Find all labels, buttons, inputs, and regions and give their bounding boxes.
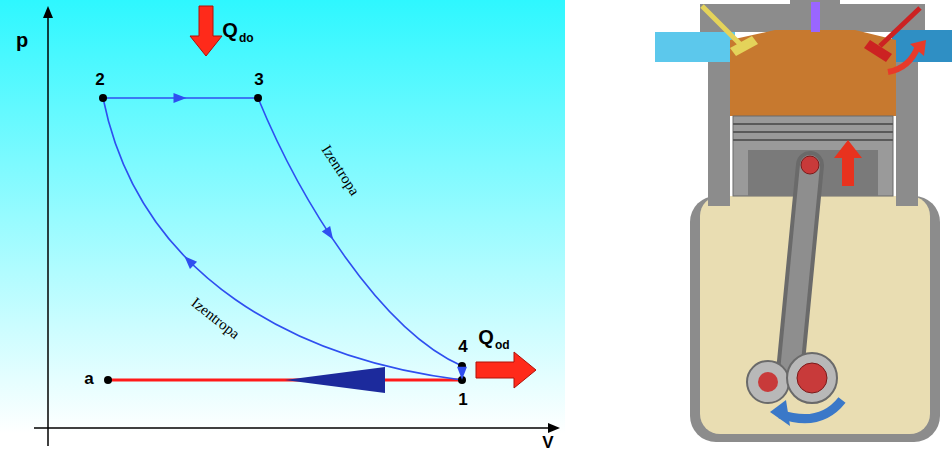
engine-illustration xyxy=(747,361,789,403)
engine-illustration xyxy=(787,353,837,403)
process-curve xyxy=(103,98,462,380)
engine-illustration xyxy=(730,36,758,56)
axis xyxy=(34,6,560,446)
axis xyxy=(34,427,552,429)
axis xyxy=(47,14,49,446)
state-point xyxy=(99,94,466,384)
point-label: a xyxy=(84,370,93,387)
heat-subscript: od xyxy=(495,339,510,351)
heat-arrow xyxy=(190,6,222,56)
axis-label: p xyxy=(16,30,28,50)
heat-arrow xyxy=(190,6,536,388)
engine-illustration xyxy=(834,140,862,186)
engine-illustration xyxy=(811,2,820,32)
engine-illustration xyxy=(790,165,810,372)
axis xyxy=(548,423,560,433)
heat-arrow xyxy=(476,352,536,388)
arrowhead xyxy=(181,253,197,269)
state-point xyxy=(254,94,262,102)
engine-illustration xyxy=(700,0,925,32)
engine-illustration xyxy=(655,0,952,442)
point-number: 3 xyxy=(254,71,263,88)
engine-illustration xyxy=(758,372,778,392)
axis-label: V xyxy=(542,434,553,451)
point-number: 2 xyxy=(95,71,104,88)
engine-illustration xyxy=(770,400,790,426)
curve-label: Izentropa xyxy=(188,295,242,342)
diagram-background xyxy=(0,0,565,434)
diagram-background xyxy=(0,0,565,434)
engine-illustration xyxy=(790,165,810,372)
engine-illustration xyxy=(864,40,892,62)
arrowhead xyxy=(322,226,337,242)
engine-illustration xyxy=(888,46,918,72)
engine-illustration xyxy=(730,30,896,116)
state-point xyxy=(104,376,112,384)
arrowhead xyxy=(174,93,468,380)
engine-illustration xyxy=(655,32,735,62)
engine-illustration xyxy=(910,40,926,56)
process-curve xyxy=(258,98,462,366)
intake-line xyxy=(285,367,385,393)
arrowhead xyxy=(457,367,467,380)
engine-illustration xyxy=(892,30,952,62)
point-number: 4 xyxy=(458,338,467,355)
state-point xyxy=(99,94,107,102)
curve-label: Izentropa xyxy=(318,142,361,198)
heat-symbol: Q xyxy=(222,20,238,40)
axis xyxy=(43,6,53,18)
engine-illustration xyxy=(733,139,893,141)
engine-illustration xyxy=(801,156,819,174)
heat-subscript: do xyxy=(239,32,254,44)
engine-illustration xyxy=(733,131,893,133)
engine-illustration xyxy=(702,6,742,46)
point-number: 1 xyxy=(458,391,467,408)
process-curve xyxy=(103,98,462,380)
engine-illustration xyxy=(797,363,827,393)
arrowhead xyxy=(174,93,187,103)
heat-symbol: Q xyxy=(478,327,494,347)
engine-illustration xyxy=(880,8,920,46)
engine-illustration xyxy=(733,123,893,125)
engine-illustration xyxy=(780,400,842,419)
